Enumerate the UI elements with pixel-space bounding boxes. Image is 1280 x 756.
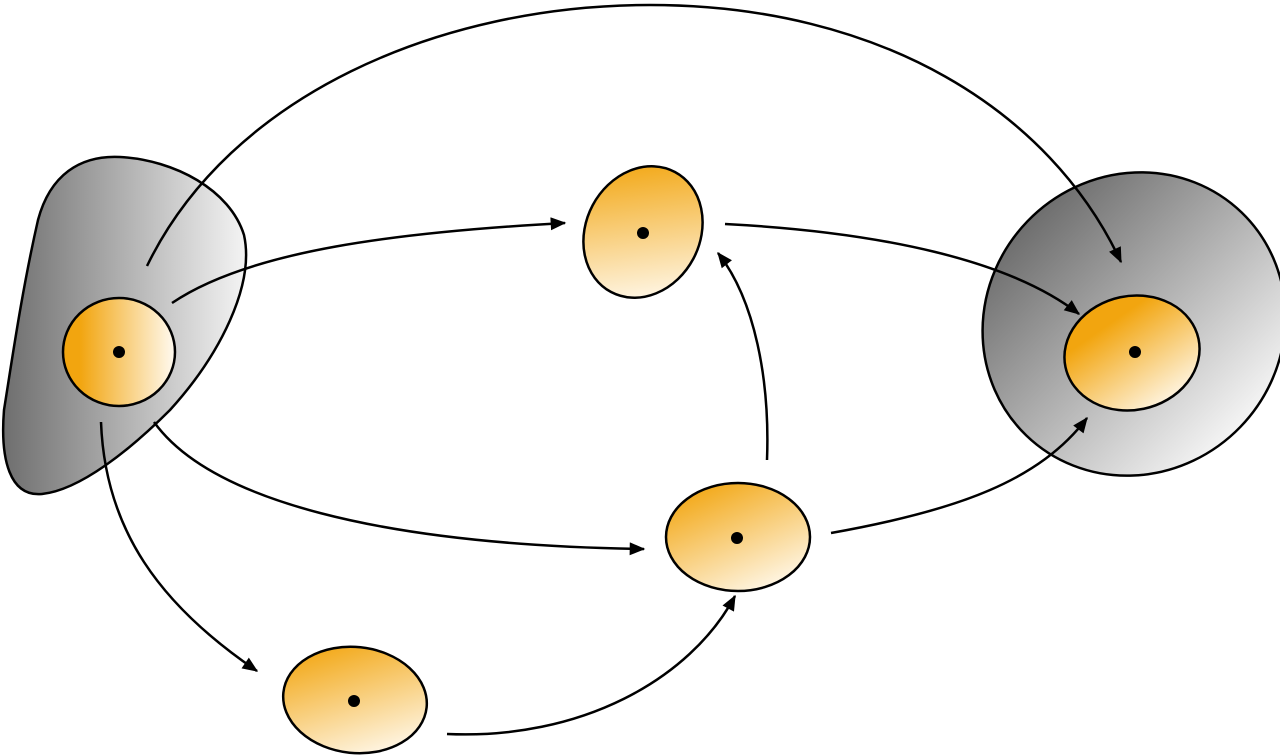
middle-node-dot <box>731 532 743 544</box>
middle-node <box>664 481 812 593</box>
edge-bottom-to-middle <box>446 594 737 736</box>
edge-top-to-target <box>724 222 1081 315</box>
edge-source-to-target <box>145 3 1123 267</box>
target-node-dot <box>1129 346 1141 358</box>
bottom-node-dot <box>348 695 360 707</box>
edge-source-to-bottom <box>99 421 259 673</box>
edges <box>99 3 1123 736</box>
edge-middle-to-target <box>830 416 1088 535</box>
edge-source-to-middle <box>152 421 646 556</box>
target-node <box>1063 294 1201 412</box>
edge-source-to-top <box>171 217 567 305</box>
top-node <box>582 165 704 299</box>
source-node <box>61 296 177 408</box>
top-node-dot <box>637 227 649 239</box>
bottom-node <box>281 645 429 755</box>
edge-middle-to-top <box>717 251 769 461</box>
source-node-dot <box>113 346 125 358</box>
